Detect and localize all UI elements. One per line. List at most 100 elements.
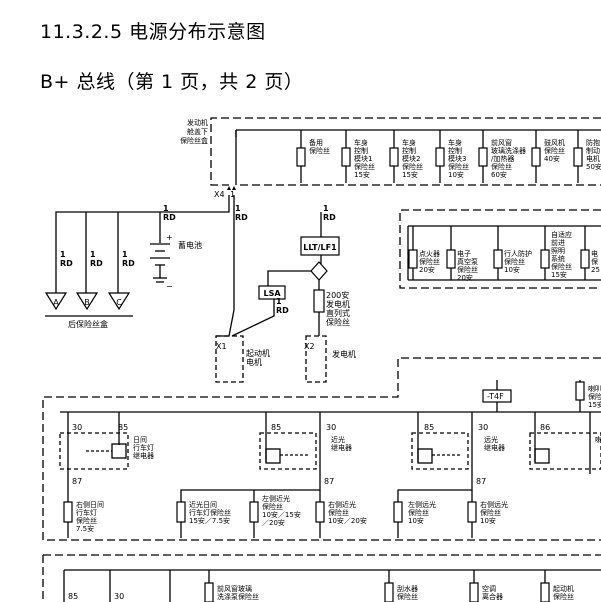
page-title: B+ 总线（第 1 页，共 2 页） [40, 71, 304, 93]
lower-fuse-label: 右侧日间 [76, 500, 104, 509]
lower-fuse-label: 保险丝 [408, 508, 429, 517]
lltlf1-label: LLT/LF1 [303, 243, 337, 252]
lower-fuse-label: 保险丝 [262, 502, 283, 511]
section-title: 11.3.2.5 电源分布示意图 [40, 21, 266, 43]
underhood-fuse-label: 保险丝 [544, 146, 565, 155]
underhood-box-label: 发动机 [187, 118, 208, 127]
relay-label: 继电器 [133, 451, 154, 460]
bottom-fuse-label: 洗涤泵保险丝 [217, 592, 259, 601]
lower-fuse-label: 15安／7.5安 [189, 516, 230, 525]
fuse-200a [313, 289, 325, 313]
mid-fuse-label: 25 [591, 266, 600, 274]
fuse-rh-drl [63, 501, 73, 523]
lower-fuse-label: 10安 [480, 516, 496, 525]
mid-fuse-label: 电子 [457, 249, 471, 258]
mid-fuse-label: 行人防护 [504, 249, 532, 258]
mid-fuse-label: 自适应 [551, 230, 572, 239]
fuse-afs [540, 249, 550, 269]
underhood-fuse-label: 模块1 [354, 154, 372, 163]
underhood-box-label: 舱盖下 [187, 127, 208, 136]
battery-symbol [150, 243, 170, 283]
relay-1-body [59, 412, 129, 474]
lower-fuse-label: ／20安 [262, 518, 285, 527]
underhood-fuse-label: 控制 [354, 146, 368, 155]
relay-pin-label: 30 [72, 423, 82, 432]
lower-fuse-label: 保险丝 [480, 508, 501, 517]
fuse-washer-pump [204, 582, 214, 602]
fuse-200a-label: 200安 [326, 290, 349, 300]
underhood-fuse-label: 制动 [586, 146, 600, 155]
relay-pin-label: 86 [540, 423, 550, 432]
lower-fuse-label: 右侧近光 [328, 500, 356, 509]
lower-fuse-label: 10安／20安 [328, 516, 367, 525]
wire-color-label: RD [122, 259, 135, 268]
rear-terminal-c [107, 292, 131, 311]
relay-label: 近光 [331, 435, 345, 444]
mid-fuse-label: 保险丝 [504, 257, 525, 266]
fuse-lh-hi [393, 501, 403, 523]
rear-terminal-label: A [53, 298, 59, 307]
rear-terminal-label: C [116, 298, 122, 307]
mid-fuse-label: 前进 [551, 238, 565, 247]
mid-fuse-label: 点火器 [419, 250, 440, 258]
mid-fuse-label: 系统 [551, 254, 565, 263]
relay-2-body [259, 412, 321, 474]
lower-fuse-label: 10安／15安 [262, 510, 301, 519]
underhood-fuse-label: 鼓风机 [544, 138, 565, 147]
relay-label: 远光 [484, 435, 498, 444]
connector-x1-label: X1 [216, 342, 227, 351]
underhood-fuse-label: 车身 [402, 138, 416, 147]
fuse-wiper [384, 582, 394, 602]
starter-label: 起动机 [246, 348, 270, 358]
mid-fuse-label: 保险丝 [419, 257, 440, 266]
lltlf1-box [300, 236, 340, 256]
mid-fuse-label: 20安 [419, 265, 435, 274]
fuse-lo-drl [176, 501, 186, 523]
mid-fuse-label: 20安 [457, 273, 473, 282]
relay-3-body [411, 412, 473, 474]
horn-fuse-label: 喇叭 [588, 384, 601, 393]
wire-color-label: RD [90, 259, 103, 268]
mid-fuse-label: 电 [591, 249, 598, 258]
generator-label: 发电机 [332, 349, 356, 359]
battery-plus-label: + [166, 233, 173, 242]
underhood-fuse-label: 模块3 [448, 154, 466, 163]
fuse-washer-heater [478, 147, 488, 167]
rear-terminal-b [75, 292, 99, 311]
underhood-fuse-label: 保险丝 [354, 162, 375, 171]
underhood-fuse-label: 60安 [491, 170, 507, 179]
lower-fuse-label: 行车灯 [76, 508, 97, 517]
fuse-partial [580, 249, 590, 269]
underhood-box-border [210, 117, 601, 186]
underhood-fuse-label: 控制 [402, 146, 416, 155]
underhood-fuse-label: 车身 [354, 138, 368, 147]
underhood-fuse-label: 前风窗 [491, 138, 512, 147]
mid-fuse-label: 10安 [504, 265, 520, 274]
generator-connector [305, 335, 327, 383]
underhood-fuse-label: 防抱 [586, 138, 600, 147]
mid-fuse-label: 保 [591, 257, 598, 266]
relay-label: 喇 [595, 435, 601, 444]
connector-x2-label: X2 [304, 342, 315, 351]
fuse-bcm3 [435, 147, 445, 167]
underhood-fuse-label: 50安 [586, 162, 601, 171]
lower-fuse-label: 左侧远光 [408, 500, 436, 509]
fuse-pedestrian [493, 249, 503, 269]
underhood-fuse-label: 15安 [354, 170, 370, 179]
underhood-fuse-label: 模块2 [402, 154, 420, 163]
lower-fuse-label: 右侧远光 [480, 500, 508, 509]
underhood-fuse-label: 保险丝 [309, 146, 330, 155]
splice-diamond [310, 261, 328, 281]
wire-gauge-label: 1 [235, 204, 241, 213]
fuse-starter [540, 582, 550, 602]
fuse-bcm1 [341, 147, 351, 167]
fuse-vacuum-pump [446, 249, 456, 269]
wire-color-label: RD [60, 259, 73, 268]
pin-label: 1 [230, 190, 235, 199]
underhood-fuse-label: 保险丝 [402, 162, 423, 171]
underhood-fuse-label: 车身 [448, 138, 462, 147]
underhood-fuse-label: 10安 [448, 170, 464, 179]
underhood-fuse-label: 保险丝 [491, 162, 512, 171]
relay-box-border [42, 357, 601, 541]
